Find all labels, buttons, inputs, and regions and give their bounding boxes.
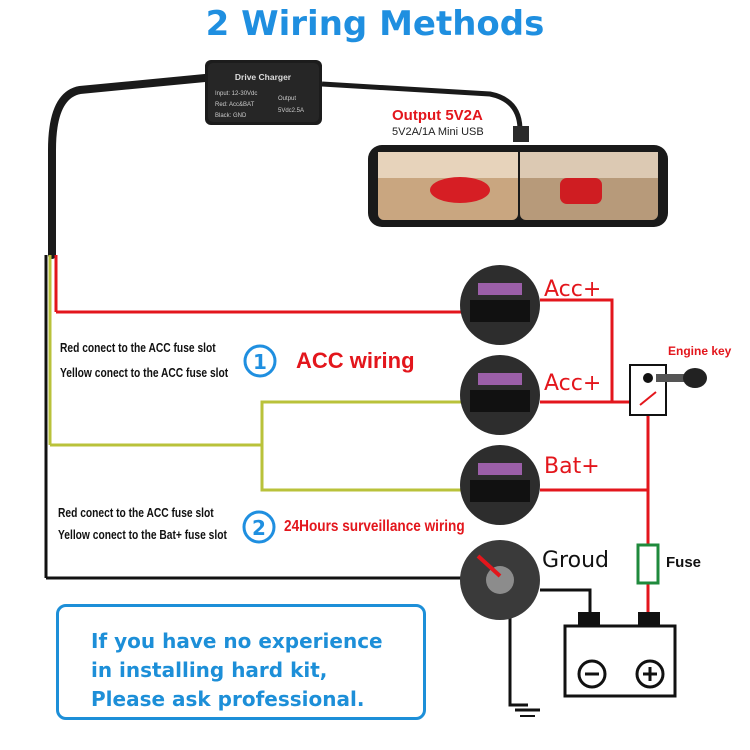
ground-bolt-photo — [460, 540, 540, 620]
rear-camera-car — [560, 178, 602, 204]
fuse-slot-photo-acc2 — [460, 355, 540, 435]
yellow-wire-acc2 — [50, 400, 462, 447]
method-2-number: 2 — [252, 516, 266, 540]
output-title: Output 5V2A — [392, 107, 483, 124]
yellow-wire-bat — [260, 445, 462, 492]
warning-line-1: If you have no experience — [91, 629, 383, 653]
charger-name: Drive Charger — [235, 72, 292, 82]
warning-line-3: Please ask professional. — [91, 687, 365, 711]
fuse-icon — [636, 543, 660, 585]
engine-key-switch — [629, 364, 707, 416]
battery-negative-wire — [540, 588, 592, 612]
charger-input: Input: 12-30Vdc — [215, 91, 257, 97]
method-2-note-yellow: Yellow conect to the Bat+ fuse slot — [58, 528, 227, 542]
charger-red: Red: Acc&BAT — [215, 102, 255, 108]
mini-usb-plug — [513, 126, 529, 142]
warning-line-2: in installing hard kit, — [91, 658, 328, 682]
drive-charger-box — [205, 60, 322, 125]
method-2-badge: 2 — [242, 510, 276, 544]
key-icon — [683, 368, 707, 388]
warning-box: If you have no experience in installing … — [56, 604, 426, 720]
fuse-label: Fuse — [666, 554, 702, 571]
method-1-badge: 1 — [243, 344, 277, 378]
method-2-title: 24Hours surveillance wiring — [284, 518, 465, 535]
fuse-slot-label-acc2: Acc+ — [544, 371, 602, 396]
charger-output-value: 5Vdc2.5A — [278, 108, 304, 114]
fuse-slot-photo-bat — [460, 445, 540, 525]
method-1-number: 1 — [253, 350, 267, 374]
fuse-slot-label-bat: Bat+ — [544, 454, 600, 479]
ground-wire — [508, 595, 528, 707]
method-2-note-red: Red conect to the ACC fuse slot — [58, 506, 214, 520]
battery — [563, 612, 677, 698]
charger-input-cable — [48, 74, 209, 259]
charger-black: Black: GND — [215, 113, 247, 119]
fuse-slot-label-acc1: Acc+ — [544, 277, 602, 302]
method-1-title: ACC wiring — [296, 348, 415, 373]
charger-output-label: Output — [278, 96, 296, 102]
front-camera-car — [430, 177, 490, 203]
method-1-note-yellow: Yellow conect to the ACC fuse slot — [60, 366, 229, 380]
ground-label: Groud — [542, 548, 609, 573]
usb-output-cable — [321, 81, 523, 131]
method-1-note-red: Red conect to the ACC fuse slot — [60, 341, 216, 355]
page-title: 2 Wiring Methods — [205, 4, 545, 44]
mirror-dashcam — [368, 145, 668, 227]
engine-key-label: Engine key — [668, 344, 732, 358]
output-detail: 5V2A/1A Mini USB — [392, 126, 484, 138]
fuse-slot-photo-acc1 — [460, 265, 540, 345]
